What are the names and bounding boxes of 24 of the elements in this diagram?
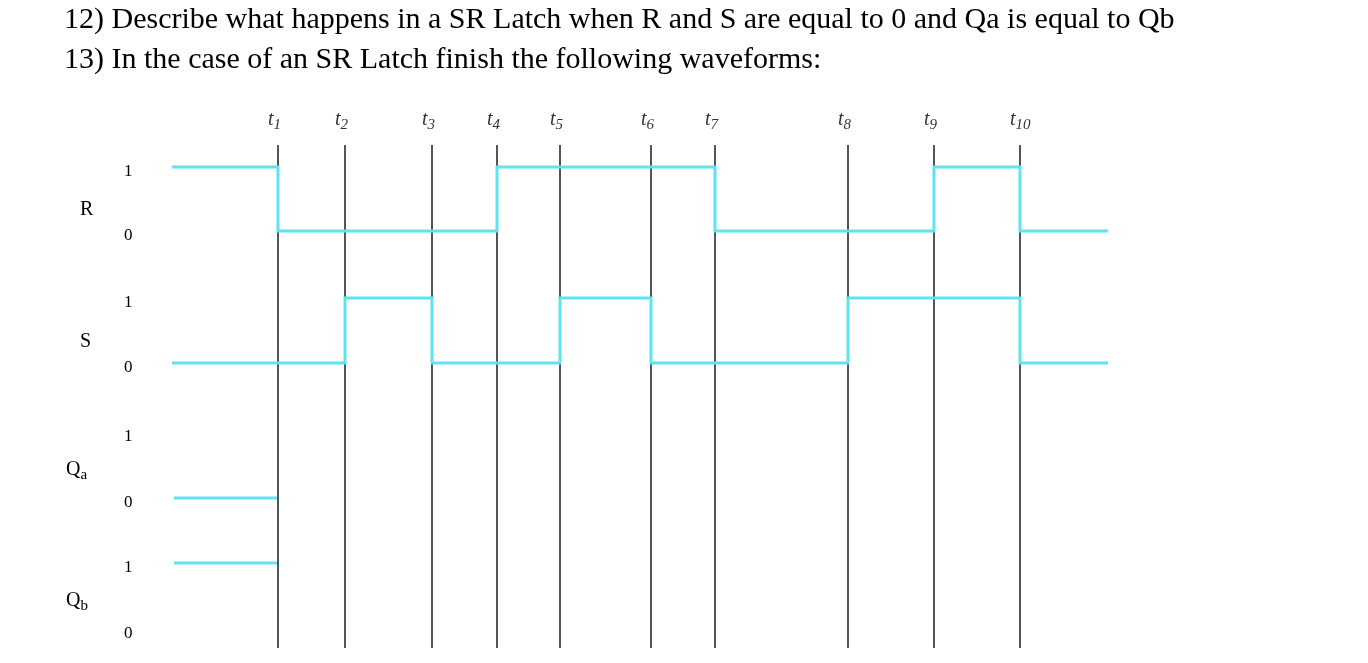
signal-name: R	[80, 196, 94, 221]
signal-name: Q$_{b}$	[66, 587, 88, 614]
time-label: t$_{4}$	[487, 106, 501, 133]
time-label: t$_{5}$	[550, 106, 564, 133]
time-label: t$_{9}$	[924, 106, 938, 133]
time-label: t$_{10}$	[1010, 106, 1031, 133]
time-label: t$_{6}$	[641, 106, 655, 133]
logic-level-label: 1	[124, 556, 133, 578]
time-label: t$_{8}$	[838, 106, 852, 133]
logic-level-label: 0	[124, 622, 133, 644]
logic-level-label: 0	[124, 356, 133, 378]
question-text: 13) In the case of an SR Latch finish the following waveforms:	[64, 40, 822, 76]
time-label: t$_{7}$	[705, 106, 719, 133]
signal-name: S	[80, 328, 92, 353]
time-label: t$_{3}$	[422, 106, 436, 133]
logic-level-label: 1	[124, 291, 133, 313]
logic-level-label: 1	[124, 160, 133, 182]
signal-name: Q$_{a}$	[66, 456, 88, 483]
time-label: t$_{2}$	[335, 106, 349, 133]
logic-level-label: 0	[124, 224, 133, 246]
time-label: t$_{1}$	[268, 106, 282, 133]
question-text: 12) Describe what happens in a SR Latch when R and S are equal to 0 and Qa is equal to Qb	[64, 0, 1175, 36]
logic-level-label: 0	[124, 491, 133, 513]
logic-level-label: 1	[124, 425, 133, 447]
